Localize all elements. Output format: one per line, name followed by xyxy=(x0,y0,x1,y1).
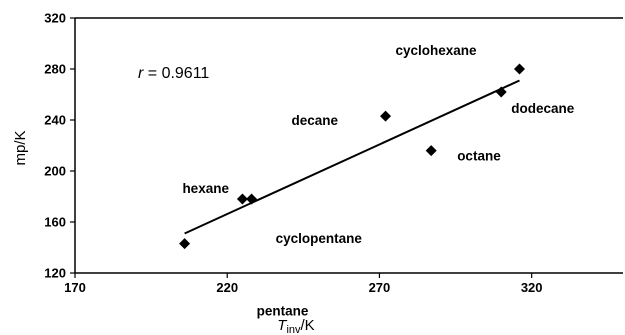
x-tick-label: 320 xyxy=(521,280,543,295)
y-axis-title: mp/K xyxy=(12,130,29,165)
y-tick-label: 120 xyxy=(44,266,66,281)
y-tick-label: 320 xyxy=(44,11,66,26)
data-point-octane xyxy=(425,145,437,157)
data-point-hexane xyxy=(236,193,248,205)
x-tick-label: 220 xyxy=(216,280,238,295)
data-point-dodecane xyxy=(495,86,507,98)
x-axis-ticks: 170 220 270 320 xyxy=(64,273,543,295)
point-label-pentane: pentane xyxy=(257,304,309,319)
point-label-octane: octane xyxy=(457,149,501,164)
point-label-cyclopentane: cyclopentane xyxy=(276,231,363,246)
correlation-value: = 0.9611 xyxy=(143,65,209,82)
y-tick-label: 240 xyxy=(44,113,66,128)
x-axis-title-unit: /K xyxy=(301,317,315,334)
point-label-decane: decane xyxy=(292,113,339,128)
data-point-cyclopentane xyxy=(246,193,258,205)
x-tick-label: 170 xyxy=(64,280,86,295)
point-labels: pentane hexane cyclopentane decane octane dod… xyxy=(182,43,574,319)
y-axis-ticks: 120 160 200 240 280 320 xyxy=(44,11,75,281)
x-axis-title-main: T xyxy=(277,317,288,334)
point-label-dodecane: dodecane xyxy=(511,101,575,116)
data-points xyxy=(179,63,525,250)
trendline-group xyxy=(184,79,520,235)
y-tick-label: 200 xyxy=(44,164,66,179)
point-label-cyclohexane: cyclohexane xyxy=(395,43,477,58)
x-tick-label: 270 xyxy=(369,280,391,295)
data-point-cyclohexane xyxy=(513,63,525,75)
point-label-hexane: hexane xyxy=(182,181,229,196)
y-tick-label: 160 xyxy=(44,215,66,230)
trendline xyxy=(184,79,520,235)
data-point-pentane xyxy=(179,238,191,250)
x-axis-title-sub: inv xyxy=(286,324,301,335)
y-tick-label: 280 xyxy=(44,62,66,77)
correlation-symbol: r xyxy=(138,65,144,82)
data-point-decane xyxy=(380,110,392,122)
x-axis-title: Tinv/K xyxy=(277,317,314,335)
correlation-annotation: r = 0.9611 xyxy=(138,65,209,82)
